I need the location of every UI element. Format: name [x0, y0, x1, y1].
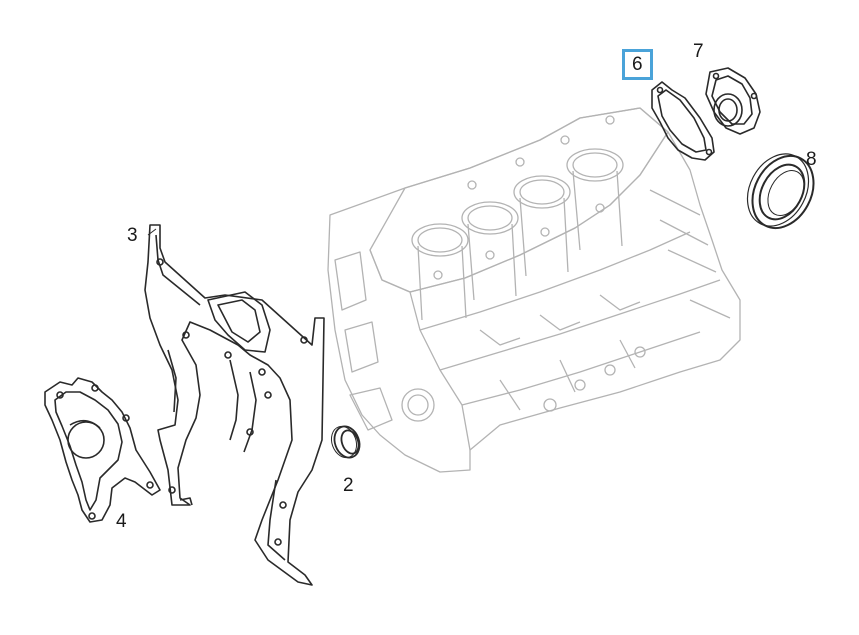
callout-8: 8: [806, 149, 817, 170]
cylinder-bores: [411, 148, 624, 257]
part-7-filter-housing-gasket: [705, 67, 761, 135]
engine-block: [327, 107, 741, 473]
part-4-water-pump-gasket: [44, 377, 161, 523]
callout-6-highlighted[interactable]: 6: [622, 49, 653, 80]
leader-lines: [147, 228, 157, 236]
part-6-cover-gasket: [651, 81, 715, 161]
part-3-timing-cover-gasket: [144, 224, 325, 586]
callout-7: 7: [693, 41, 704, 62]
callout-3: 3: [127, 225, 138, 246]
callout-4: 4: [116, 511, 127, 532]
part-2-seal-ring: [330, 425, 361, 459]
callout-2: 2: [343, 475, 354, 496]
part-8-crank-seal: [746, 153, 815, 230]
